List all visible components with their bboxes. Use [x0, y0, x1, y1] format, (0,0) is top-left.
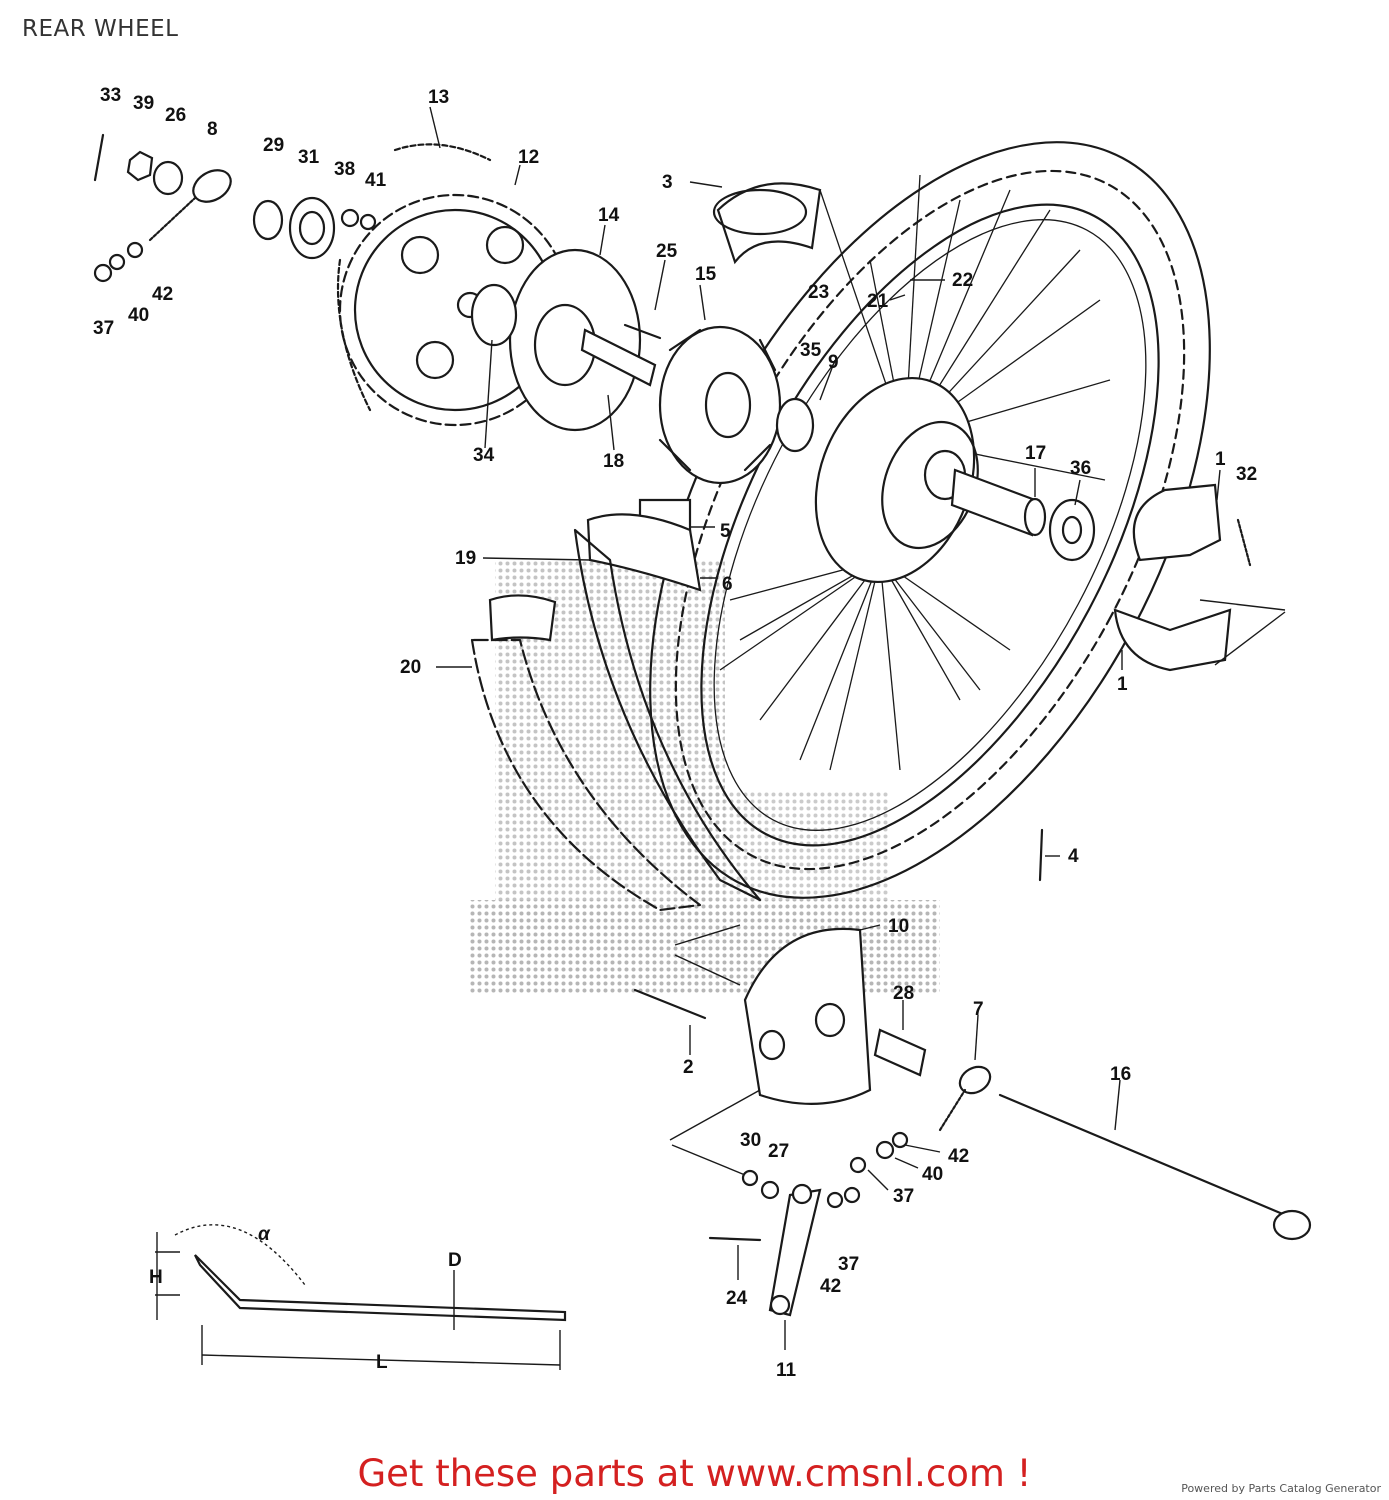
callout-3: 3 [662, 172, 673, 193]
axle-sleeve [950, 468, 1037, 537]
dimension-d: D [448, 1250, 462, 1271]
callout-35: 35 [800, 340, 822, 361]
callout-42: 42 [152, 284, 173, 305]
tube-part [712, 182, 822, 265]
callout-31: 31 [298, 147, 320, 168]
callout-40: 40 [128, 305, 149, 326]
bearing-36 [1048, 498, 1096, 562]
bearing-34 [470, 283, 518, 347]
callout-21: 21 [867, 291, 889, 312]
page-title: REAR WHEEL [22, 16, 179, 42]
callout-22: 22 [952, 270, 973, 291]
callout-7: 7 [973, 999, 984, 1020]
callout-34: 34 [473, 445, 495, 466]
callout-41: 41 [365, 170, 387, 191]
callout-23: 23 [808, 282, 829, 303]
generator-credit: Powered by Parts Catalog Generator [1181, 1482, 1381, 1495]
callout-27: 27 [768, 1141, 789, 1162]
callout-40-right: 40 [922, 1164, 943, 1185]
callout-37: 37 [93, 318, 114, 339]
shop-link-banner[interactable]: Get these parts at www.cmsnl.com ! [357, 1452, 1032, 1495]
sprocket-hub [470, 248, 662, 432]
callout-37-lower: 37 [838, 1254, 859, 1275]
collar-28 [873, 1028, 927, 1077]
callout-17: 17 [1025, 443, 1046, 464]
dimension-alpha: α [258, 1224, 271, 1245]
callout-16: 16 [1110, 1064, 1131, 1085]
callout-leaders [429, 106, 1221, 1350]
callout-5: 5 [720, 521, 731, 542]
callout-labels: 33 39 26 8 29 31 38 41 13 12 3 37 40 42 … [93, 85, 1257, 1381]
callout-9: 9 [828, 352, 839, 373]
callout-6: 6 [722, 574, 733, 595]
callout-38: 38 [334, 159, 355, 180]
rear-axle [998, 1093, 1312, 1241]
callout-10: 10 [888, 916, 909, 937]
wheel-damper-rubber [658, 325, 782, 485]
brake-rod-sketch [155, 1224, 567, 1370]
chain-adjuster-right [849, 1065, 992, 1174]
callout-39: 39 [133, 93, 154, 114]
callout-30: 30 [740, 1130, 761, 1151]
torque-link [708, 1169, 861, 1317]
callout-36: 36 [1070, 458, 1091, 479]
callout-24: 24 [726, 1288, 748, 1309]
callout-42-right: 42 [948, 1146, 969, 1167]
rim-inner [713, 219, 1147, 831]
callout-15: 15 [695, 264, 717, 285]
callout-42-lower: 42 [820, 1276, 841, 1297]
callout-4: 4 [1068, 846, 1079, 867]
callout-2: 2 [683, 1057, 694, 1078]
callout-1-bottom: 1 [1117, 674, 1128, 695]
bearing-35 [775, 397, 815, 453]
chain-adjuster-left [93, 133, 232, 283]
callout-12: 12 [518, 147, 539, 168]
callout-11: 11 [776, 1360, 797, 1381]
dimension-h: H [149, 1267, 163, 1288]
callout-13: 13 [428, 87, 449, 108]
seal-collars [252, 196, 377, 260]
callout-37-right: 37 [893, 1186, 914, 1207]
callout-19: 19 [455, 548, 476, 569]
callout-18: 18 [603, 451, 624, 472]
callout-33: 33 [100, 85, 121, 106]
dimension-l: L [376, 1352, 388, 1373]
tube-valve [1038, 828, 1044, 882]
brake-panel-assembly [633, 924, 927, 1176]
callout-14: 14 [598, 205, 620, 226]
callout-28: 28 [893, 983, 914, 1004]
callout-1-top: 1 [1215, 449, 1226, 470]
callout-32: 32 [1236, 464, 1257, 485]
brake-shoes [1113, 483, 1286, 672]
callout-8: 8 [207, 119, 218, 140]
callout-29: 29 [263, 135, 284, 156]
callout-25: 25 [656, 241, 678, 262]
callout-26: 26 [165, 105, 186, 126]
callout-20: 20 [400, 657, 421, 678]
alternate-tires [470, 498, 762, 912]
